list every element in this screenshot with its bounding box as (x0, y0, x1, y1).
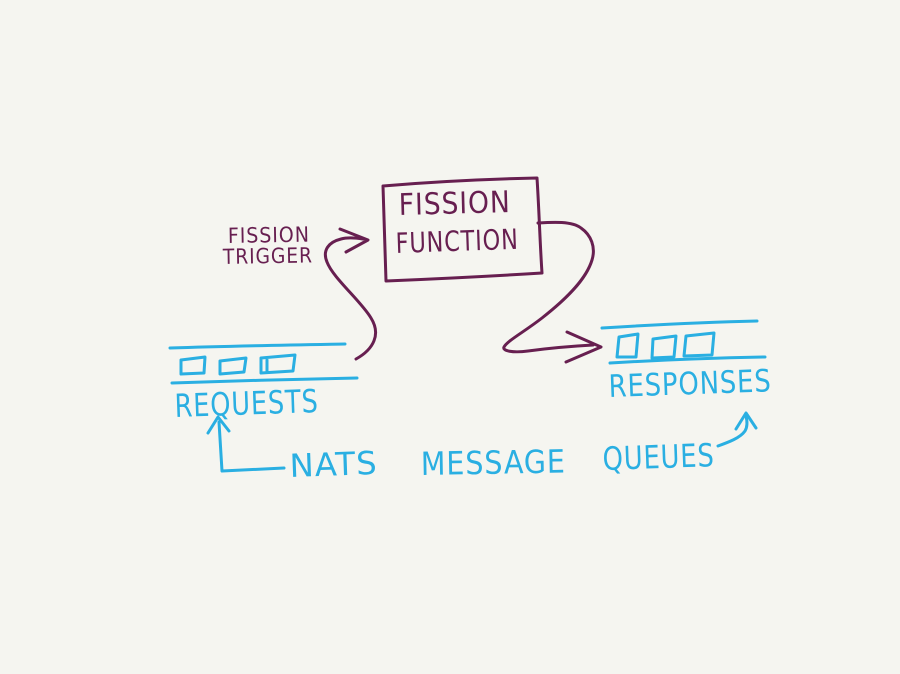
function-box-group: FISSION FUNCTION (381, 176, 544, 283)
requests-queue: REQUESTS (168, 342, 359, 425)
caption-arrow-to-responses (716, 411, 758, 448)
requests-message-icon (259, 353, 297, 375)
responses-message-icon (650, 334, 678, 360)
requests-message-icon (179, 355, 207, 376)
function-box-label-line2: FUNCTION (395, 223, 519, 260)
response-arrowhead-icon (564, 330, 603, 364)
response-arrow (502, 220, 603, 364)
function-box-outline (381, 176, 544, 283)
responses-queue-top-line (600, 319, 759, 330)
caption-word-queues: QUEUES (602, 436, 715, 478)
caption-word-nats: NATS (289, 444, 378, 485)
trigger-arrowhead-icon (338, 227, 370, 254)
caption-word-message: MESSAGE (420, 442, 566, 483)
trigger-label-line1: FISSION (228, 223, 310, 248)
trigger-label-line2: TRIGGER (222, 243, 313, 269)
caption-left-arrowhead-icon (206, 415, 231, 435)
caption-group: NATS MESSAGE QUEUES (206, 411, 758, 485)
function-box-label-line1: FISSION (398, 185, 511, 223)
caption-left-arrow-line (217, 420, 286, 473)
requests-queue-bottom-line (170, 376, 359, 385)
trigger-arrow-curve (323, 236, 377, 361)
responses-message-icon (615, 332, 640, 359)
caption-arrow-to-requests (206, 415, 286, 473)
requests-queue-label: REQUESTS (174, 382, 319, 425)
response-arrow-curve (502, 220, 595, 354)
responses-queue-label: RESPONSES (608, 363, 772, 405)
requests-message-icon (218, 356, 248, 376)
caption-right-arrow-line (716, 414, 749, 448)
responses-queue-bottom-line (608, 355, 767, 365)
responses-message-icon (682, 331, 716, 358)
trigger-arrow (323, 227, 377, 361)
trigger-label-group: FISSION TRIGGER (222, 223, 313, 269)
requests-queue-top-line (168, 342, 347, 350)
caption-right-arrowhead-icon (734, 411, 758, 431)
responses-queue: RESPONSES (600, 319, 772, 405)
